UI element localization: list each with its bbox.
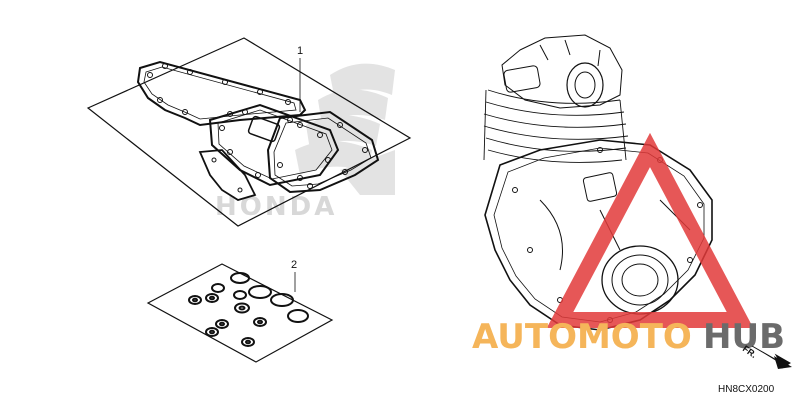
automotohub-watermark: AUTOMOTO HUB [472,132,785,357]
front-direction-indicator: FR. [741,343,792,369]
callout-2-label: 2 [291,259,297,271]
part-1-sheet-outline [86,37,412,227]
crankcase-gasket-bolt-holes [277,122,368,189]
watermark-brand-light: AUTOMOTO [472,317,692,357]
watermark-triangle [546,132,754,328]
small-cover-gasket [198,149,257,201]
watermark-brand-dark: HUB [703,317,785,357]
o-rings [211,272,309,323]
crankcase-gasket [266,110,380,194]
part-2-oring-kit [146,263,334,363]
cylinder-fins [483,89,629,163]
callout-1-label: 1 [297,45,303,57]
part-1-gasket-kit [86,37,412,227]
engine-illustration [483,34,713,331]
seal-washers [188,293,267,347]
cylinder-head [501,34,623,109]
diagram-code: HN8CX0200 [718,384,775,395]
head-cover-gasket [208,103,340,187]
clutch-cover [601,245,679,315]
part-2-sheet-outline [146,263,334,363]
